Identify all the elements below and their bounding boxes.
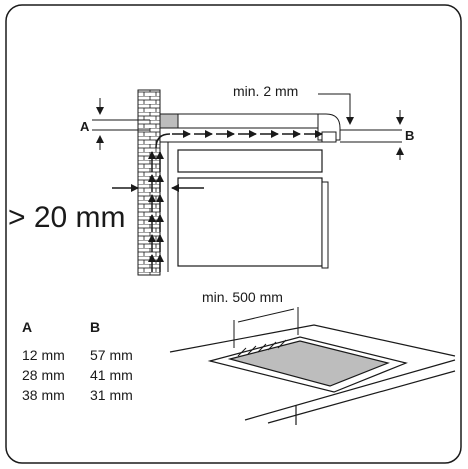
table-header-a: A [22, 319, 32, 335]
countertop [159, 113, 341, 141]
hob-perspective [169, 324, 456, 425]
table-cell: 12 mm [22, 347, 65, 363]
table-cell: 57 mm [90, 347, 133, 363]
dimension-b [340, 110, 404, 160]
airflow-arrows [148, 130, 323, 272]
min-gap-label: min. 2 mm [233, 83, 298, 99]
table-header-b: B [90, 319, 100, 335]
marker-b-label: B [405, 128, 414, 143]
wall-distance-label: > 20 mm [8, 201, 126, 234]
table-cell: 38 mm [22, 387, 65, 403]
oven-cabinet [167, 142, 329, 272]
cutout-dimension [233, 307, 299, 348]
frame-border [5, 4, 462, 464]
min-gap-leader [318, 93, 354, 125]
cutout-width-label: min. 500 mm [202, 289, 283, 305]
dimension-table: A B 12 mm 57 mm 28 mm 41 mm 38 mm 31 mm [22, 319, 133, 403]
brick-wall [137, 89, 161, 276]
marker-a-label: A [80, 119, 90, 134]
dimension-a [92, 98, 150, 150]
table-cell: 41 mm [90, 367, 133, 383]
hob-body [159, 130, 337, 143]
table-cell: 28 mm [22, 367, 65, 383]
table-cell: 31 mm [90, 387, 133, 403]
